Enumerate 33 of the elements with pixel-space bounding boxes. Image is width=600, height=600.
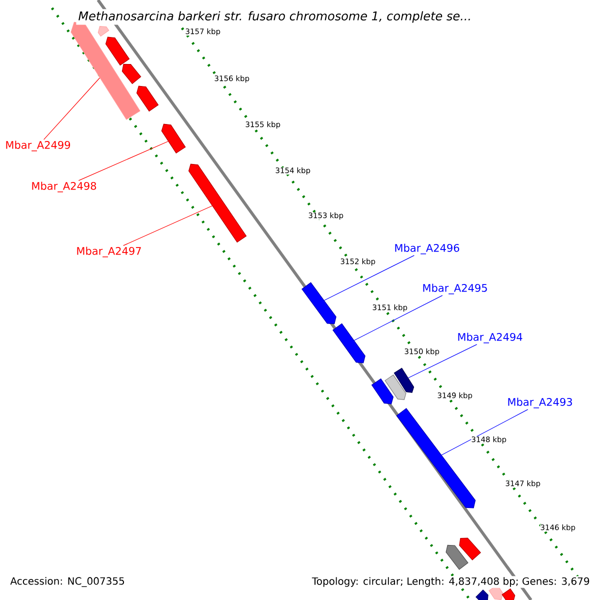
leader-line <box>44 78 100 140</box>
leader-line <box>408 344 478 378</box>
gene-feature <box>161 124 186 154</box>
leader-line <box>354 295 443 341</box>
gene-feature <box>384 374 406 400</box>
title: Methanosarcina barkeri str. fusaro chromosome 1, complete se... <box>76 9 474 25</box>
genome-info-text: Topology: circular; Length: 4,837,408 bp; Genes: 3,679 <box>310 576 591 588</box>
accession-text: Accession: NC_007355 <box>9 576 126 588</box>
gene-feature <box>446 544 468 570</box>
gene-feature <box>105 36 130 66</box>
gene-feature <box>136 86 159 112</box>
leader-line <box>78 141 168 181</box>
gene-feature <box>302 282 336 324</box>
gene-label: Mbar_A2496 <box>395 244 460 254</box>
gene-feature <box>502 588 516 600</box>
gene-label: Mbar_A2499 <box>6 140 70 152</box>
gene-label: Mbar_A2495 <box>423 284 487 294</box>
gene-feature <box>394 368 414 393</box>
gene-feature <box>122 64 142 84</box>
leader-line <box>123 206 212 246</box>
gene-feature <box>371 378 394 404</box>
leader-line <box>441 409 528 456</box>
leader-line <box>324 255 414 301</box>
gene-feature <box>476 590 488 600</box>
gene-feature <box>98 26 110 37</box>
gene-feature <box>459 538 481 560</box>
gene-feature <box>70 22 140 120</box>
gene-label: Mbar_A2494 <box>458 332 522 344</box>
gene-feature <box>188 164 247 243</box>
gene-feature <box>332 323 366 364</box>
gene-label: Mbar_A2497 <box>77 246 141 258</box>
gene-label: Mbar_A2498 <box>32 182 96 192</box>
gene-label: Mbar_A2493 <box>508 398 572 408</box>
